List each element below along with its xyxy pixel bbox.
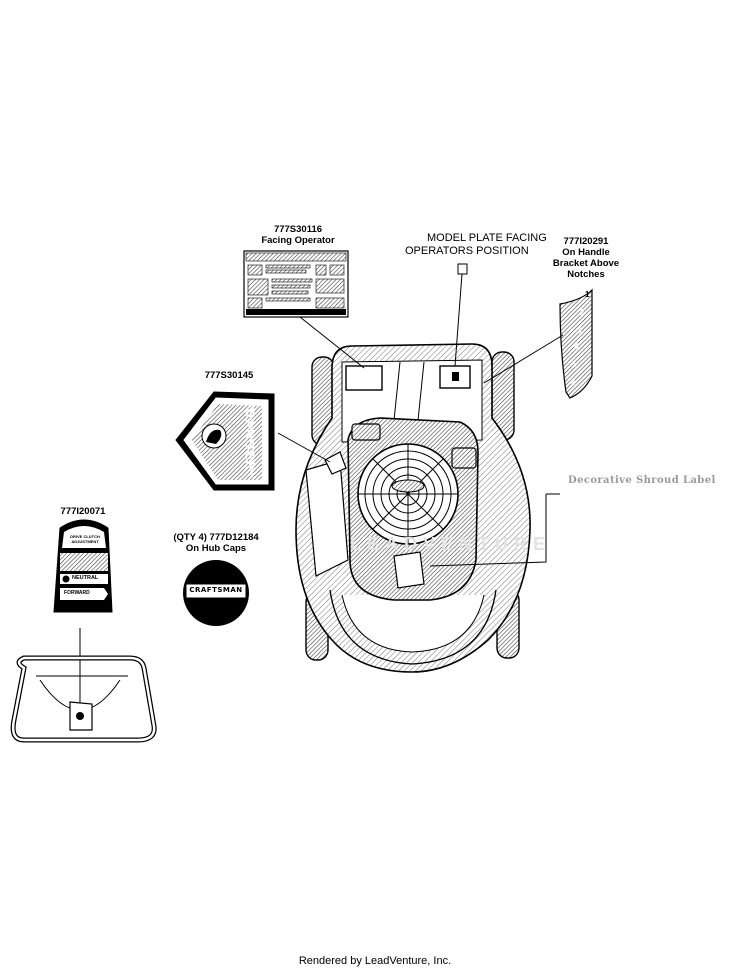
notch-2: 2	[580, 308, 585, 317]
shroud-badge	[391, 479, 425, 493]
deck-label-plate-left	[345, 365, 383, 391]
handle-bracket-line1: On Handle	[562, 247, 610, 258]
notch-4: 4	[574, 342, 579, 351]
oil-fill	[451, 447, 477, 469]
drive-neutral: NEUTRAL	[72, 575, 99, 581]
hubcap-brand-plate	[185, 583, 247, 599]
facing-operator-part: 777S30116	[273, 224, 323, 235]
model-plate-marker	[457, 263, 468, 275]
model-plate-line2: OPERATORS POSITION	[405, 245, 529, 257]
danger-decal	[175, 391, 275, 491]
drive-header: DRIVE CLUTCH ADJUSTMENT	[70, 534, 100, 544]
shroud-grill	[358, 444, 458, 544]
fuel-cap	[351, 423, 381, 441]
hubcap-line2: On Hub Caps	[185, 543, 247, 554]
model-plate-mark	[452, 372, 459, 381]
drive-clutch-decal	[53, 519, 113, 613]
mower-deck	[295, 343, 531, 673]
danger-decal-part: 777S30145	[204, 370, 254, 381]
mower-handle	[10, 655, 157, 743]
facing-operator-decal	[243, 250, 349, 318]
drive-clutch-part: 777I20071	[60, 506, 106, 517]
notch-3: 3	[577, 326, 582, 335]
footer-credit: Rendered by LeadVenture, Inc.	[298, 955, 452, 967]
deck-danger-spot	[324, 451, 347, 475]
handle-bracket-part: 777I20291	[563, 236, 609, 247]
danger-sub: KEEP HANDS AND FEET AWAY	[248, 403, 254, 479]
hubcap-line1: (QTY 4) 777D12184	[173, 532, 259, 543]
model-plate-line1: MODEL PLATE FACING	[427, 232, 547, 244]
handle-bracket-line2: Bracket Above	[552, 258, 620, 269]
notch-5: 5	[572, 360, 577, 369]
shroud-label-area	[393, 551, 425, 589]
notch-1: 1	[585, 290, 590, 299]
drive-forward: FORWARD	[64, 590, 90, 596]
shroud-label: Decorative Shroud Label	[568, 475, 716, 486]
facing-operator-desc: Facing Operator	[261, 235, 335, 246]
hubcap-brand: CRAFTSMAN	[189, 586, 243, 594]
notch-6: 6	[571, 378, 576, 387]
handle-bracket-line3: Notches	[567, 269, 605, 280]
handle-notch-decal	[559, 288, 593, 399]
watermark: LEADVENTURE	[350, 534, 552, 554]
